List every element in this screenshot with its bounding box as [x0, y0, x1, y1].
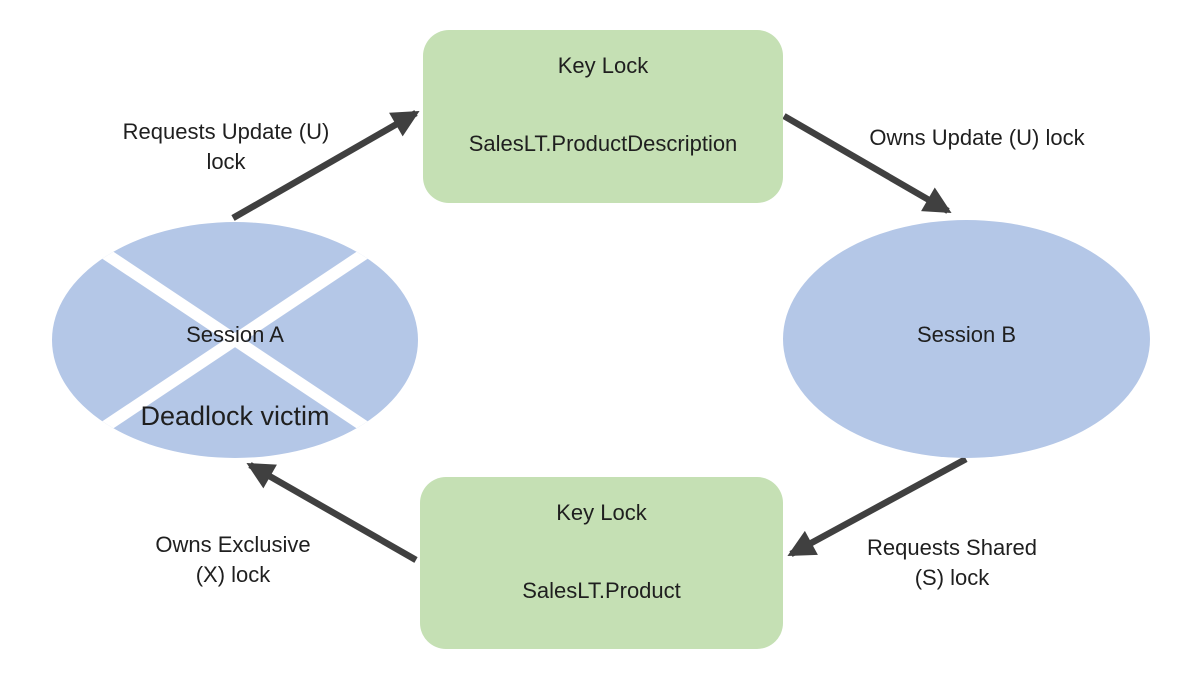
edge-label-owns-update-u-lock: Owns Update (U) lock	[869, 125, 1085, 150]
lock-resource-label: SalesLT.Product	[522, 578, 681, 603]
lock-resource-label: SalesLT.ProductDescription	[468, 131, 738, 156]
edge-label-requests-shared-s-lock: Requests Shared (S) lock	[867, 535, 1037, 590]
session-label: Session B	[916, 322, 1017, 347]
deadlock-victim-label: Deadlock victim	[140, 401, 330, 431]
node-key-lock-product: Key Lock SalesLT.Product	[420, 477, 783, 649]
node-session-b: Session B	[783, 220, 1150, 458]
edge-label-owns-exclusive-x-lock: Owns Exclusive (X) lock	[155, 532, 311, 587]
lock-type-label: Key Lock	[557, 53, 649, 78]
session-label: Session A	[186, 322, 284, 347]
edge-label-requests-update-u-lock: Requests Update (U) lock	[122, 119, 330, 174]
node-key-lock-product-description: Key Lock SalesLT.ProductDescription	[423, 30, 783, 203]
lock-type-label: Key Lock	[556, 500, 647, 525]
node-session-a: Session A Deadlock victim	[52, 222, 418, 458]
